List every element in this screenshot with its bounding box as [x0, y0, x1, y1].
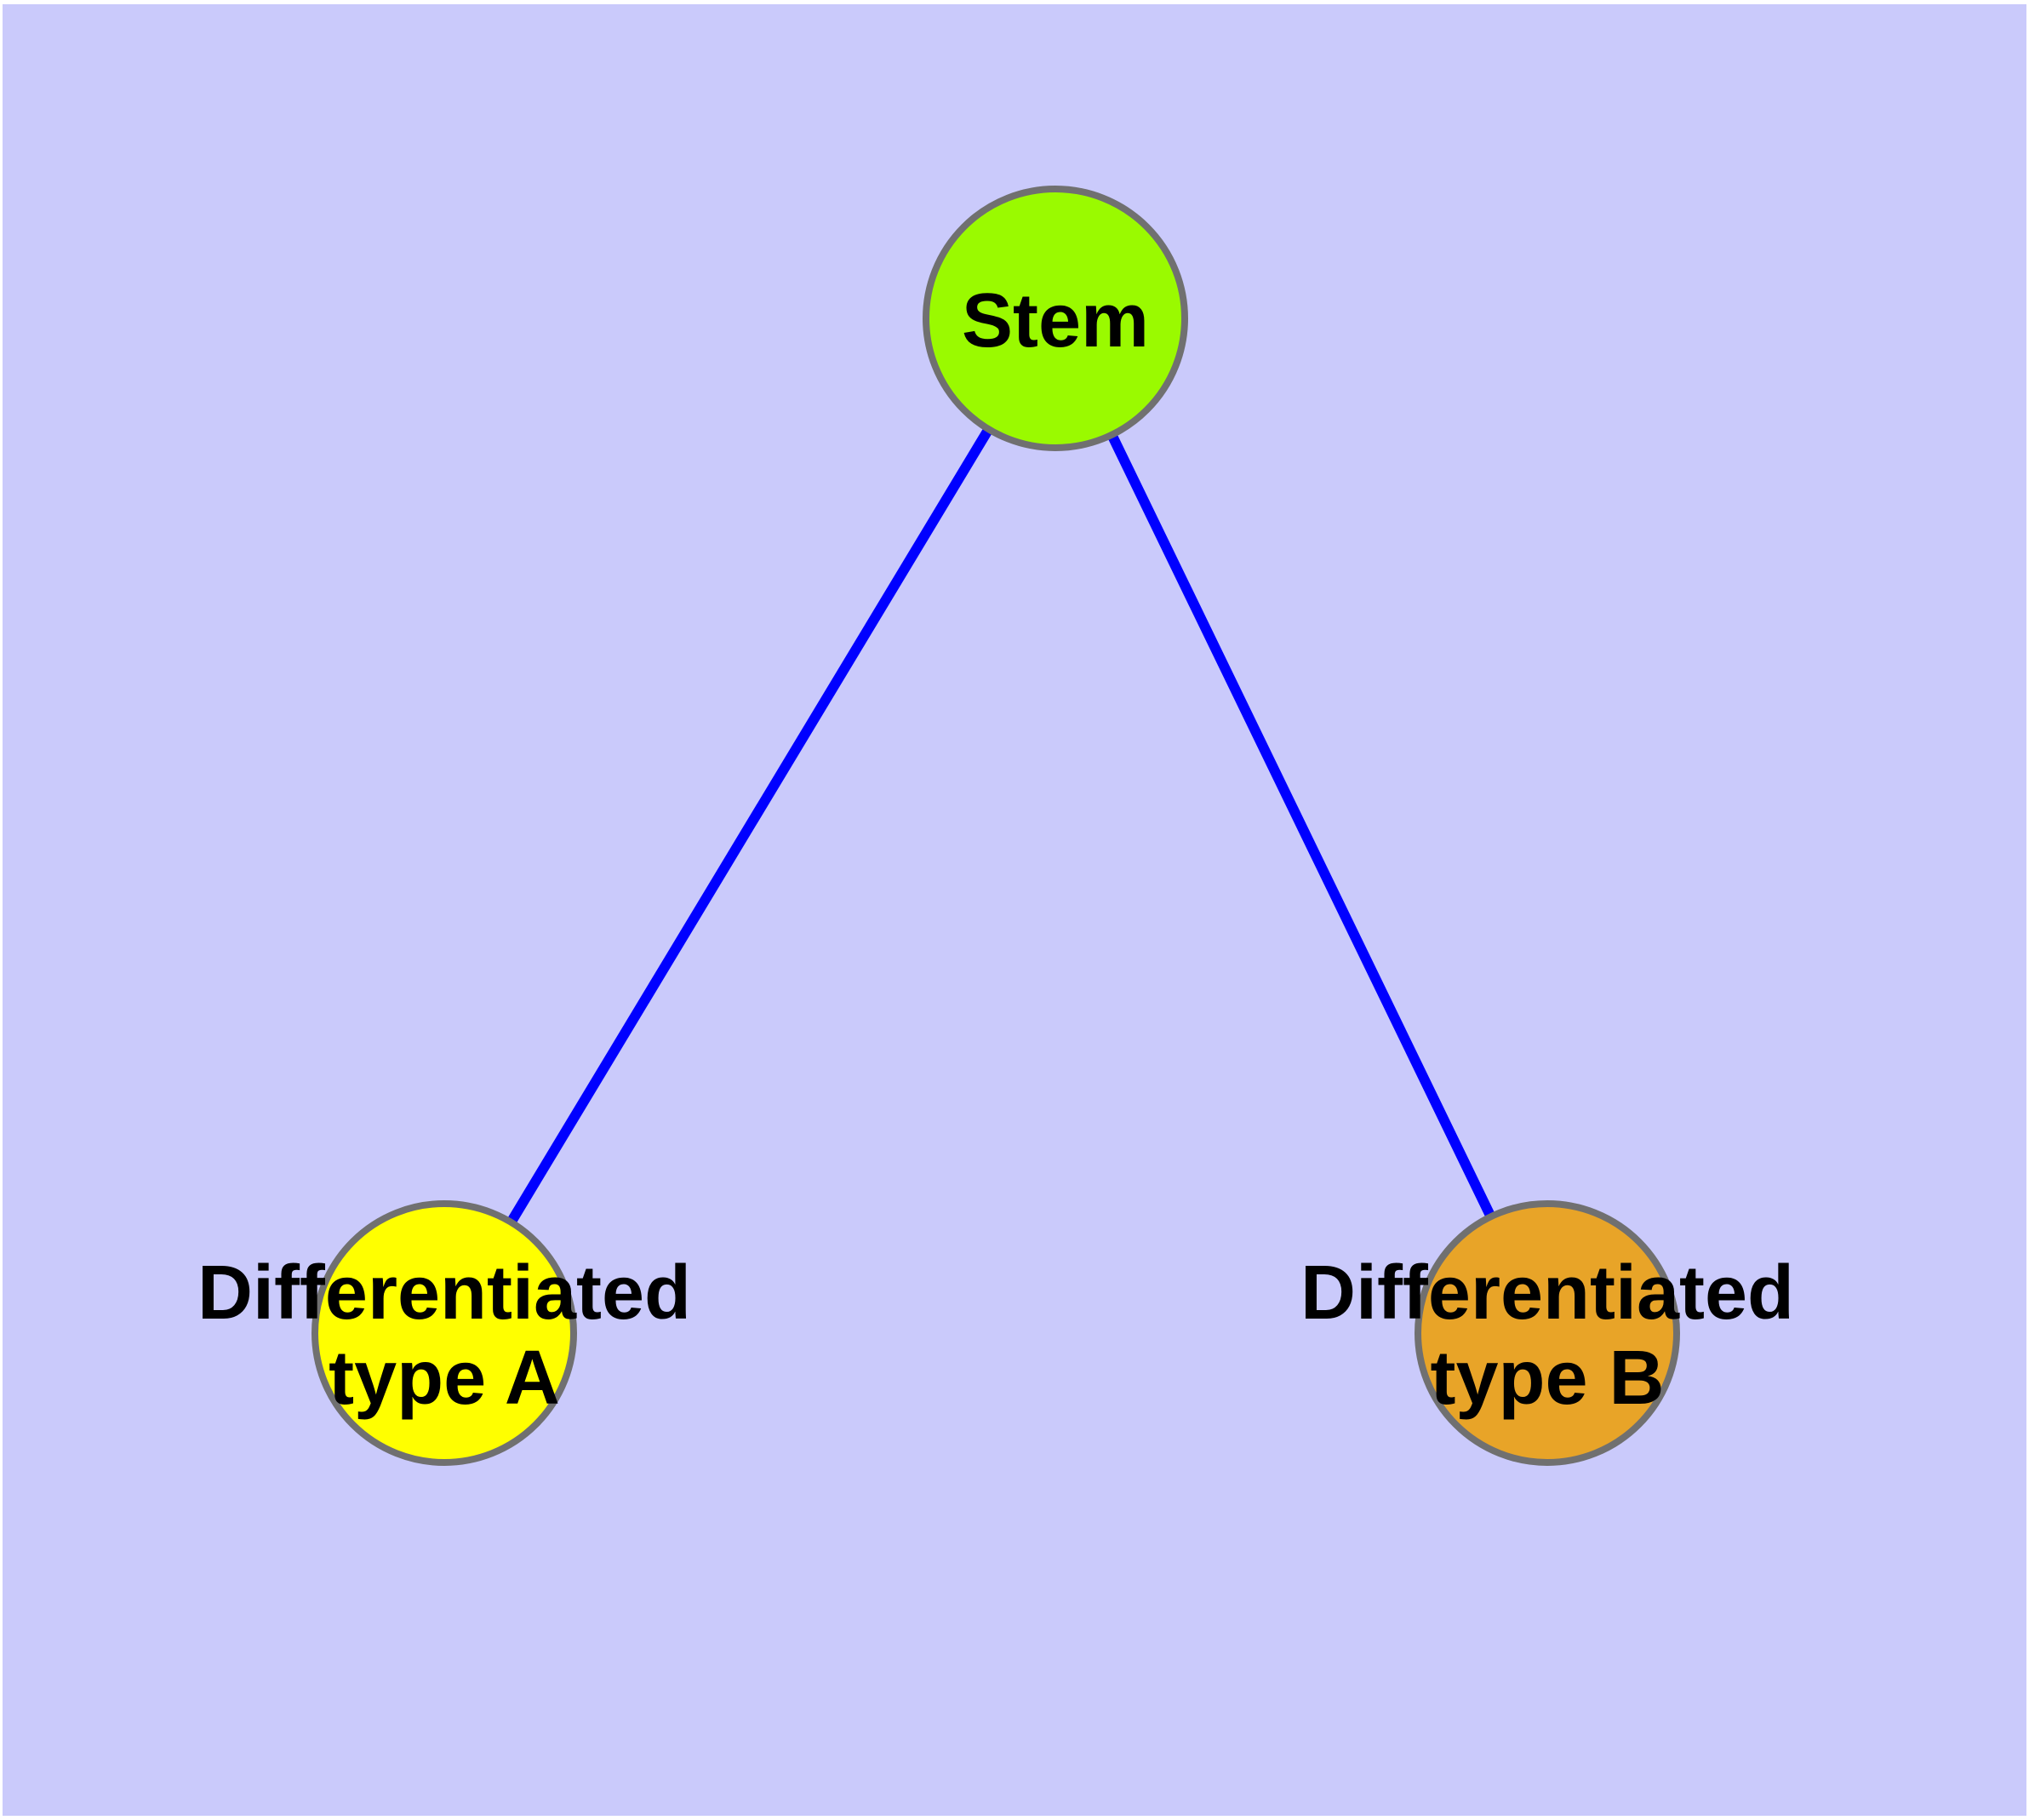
differentiated-type-b-node: [1415, 1200, 1680, 1466]
stem-node: [923, 186, 1188, 451]
differentiated-type-a-node: [311, 1200, 577, 1466]
stem-node-label: Stem: [962, 278, 1149, 363]
type-b-label-line-2: type B: [1430, 1336, 1664, 1421]
type-a-label-line-2: type A: [329, 1336, 560, 1421]
type-a-label-line-1: Differentiated: [197, 1251, 691, 1336]
type-b-label-line-1: Differentiated: [1300, 1251, 1794, 1336]
edge-stem-to-type-a: [439, 315, 1060, 1336]
edge-stem-to-type-b: [1050, 316, 1552, 1336]
